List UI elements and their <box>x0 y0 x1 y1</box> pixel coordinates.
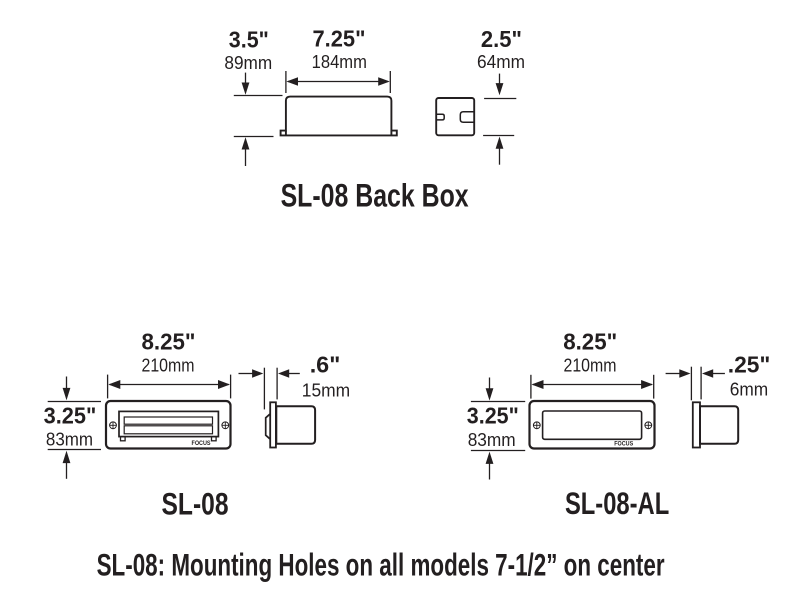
svg-text:15mm: 15mm <box>302 379 350 400</box>
svg-text:.6": .6" <box>310 352 341 378</box>
svg-text:184mm: 184mm <box>312 51 367 72</box>
svg-text:89mm: 89mm <box>224 52 272 73</box>
svg-text:2.5": 2.5" <box>481 26 522 52</box>
svg-text:210mm: 210mm <box>142 355 195 376</box>
svg-text:64mm: 64mm <box>477 51 525 72</box>
svg-text:.25": .25" <box>728 352 771 378</box>
svg-text:FOCUS: FOCUS <box>614 441 633 448</box>
svg-text:SL-08: SL-08 <box>162 485 229 521</box>
svg-text:6mm: 6mm <box>730 378 769 399</box>
svg-text:3.25": 3.25" <box>44 402 97 428</box>
svg-text:83mm: 83mm <box>46 429 93 450</box>
svg-text:SL-08: Mounting Holes on all m: SL-08: Mounting Holes on all models 7-1/… <box>97 547 665 583</box>
svg-text:3.5": 3.5" <box>229 27 269 53</box>
svg-text:8.25": 8.25" <box>563 329 617 355</box>
svg-text:3.25": 3.25" <box>467 402 519 428</box>
svg-text:8.25": 8.25" <box>142 329 196 355</box>
svg-text:83mm: 83mm <box>468 429 516 450</box>
svg-text:FOCUS: FOCUS <box>192 440 211 447</box>
svg-text:SL-08 Back Box: SL-08 Back Box <box>281 178 469 214</box>
svg-text:SL-08-AL: SL-08-AL <box>565 485 669 521</box>
svg-text:210mm: 210mm <box>564 355 617 376</box>
svg-text:7.25": 7.25" <box>313 26 366 52</box>
